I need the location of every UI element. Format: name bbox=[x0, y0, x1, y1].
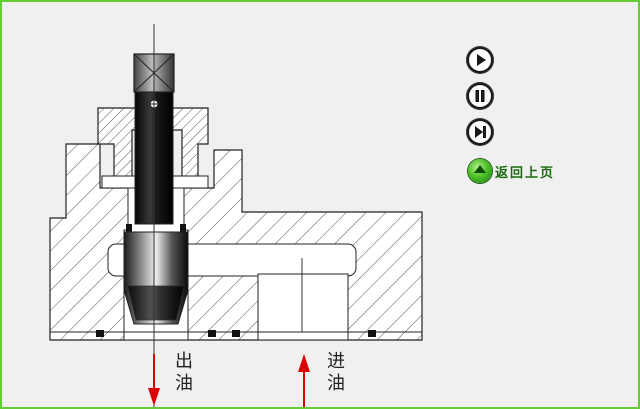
pause-button[interactable] bbox=[466, 82, 494, 110]
back-arrow-icon bbox=[468, 159, 492, 183]
inlet-label-char: 油 bbox=[327, 373, 345, 394]
play-button[interactable] bbox=[466, 46, 494, 74]
outlet-label-char: 油 bbox=[175, 373, 193, 394]
outlet-label: 出 油 bbox=[172, 351, 196, 395]
outlet-flow-arrow bbox=[148, 354, 160, 406]
seal bbox=[368, 330, 376, 337]
seal bbox=[126, 224, 132, 232]
play-icon bbox=[469, 49, 491, 71]
outlet-label-char: 出 bbox=[175, 351, 193, 372]
back-label: 返回上页 bbox=[495, 165, 556, 181]
inlet-flow-arrow bbox=[298, 354, 310, 407]
inlet-label-char: 进 bbox=[327, 351, 345, 372]
inlet-label: 进 油 bbox=[324, 351, 348, 395]
seal bbox=[208, 330, 216, 337]
seal bbox=[232, 330, 240, 337]
back-to-previous-page-button[interactable]: 返回上页 bbox=[468, 158, 555, 184]
inlet-port bbox=[257, 273, 349, 341]
step-forward-button[interactable] bbox=[466, 118, 494, 146]
seal bbox=[180, 224, 186, 232]
valve-body bbox=[49, 143, 423, 341]
plug-tip bbox=[127, 285, 185, 321]
pause-icon bbox=[469, 85, 491, 107]
seal bbox=[96, 330, 104, 337]
gland-nut bbox=[97, 107, 209, 181]
step-forward-icon bbox=[469, 121, 491, 143]
